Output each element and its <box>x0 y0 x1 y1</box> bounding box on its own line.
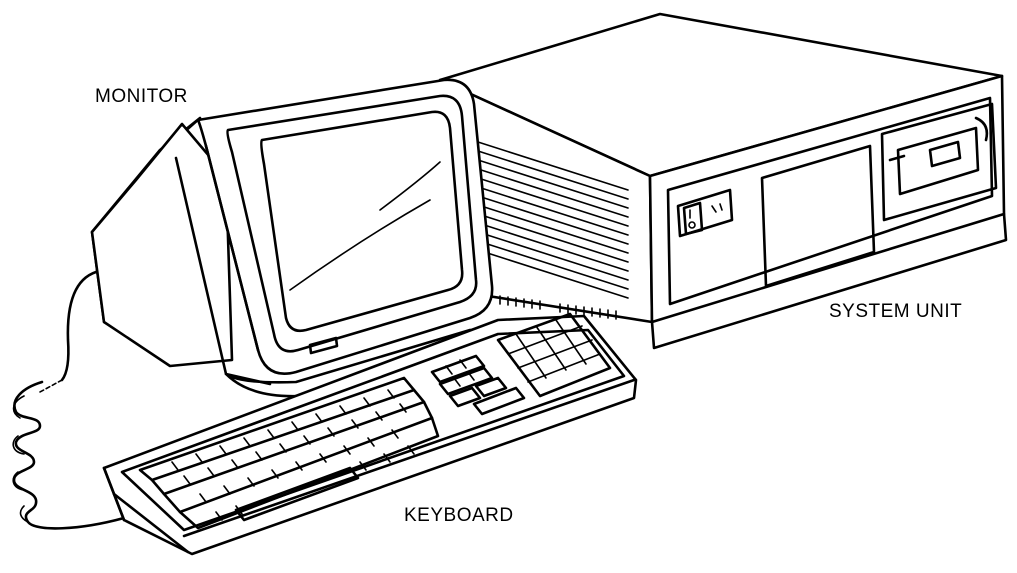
keyboard-label: KEYBOARD <box>404 505 514 527</box>
system-unit <box>440 14 1006 348</box>
monitor-label: MONITOR <box>95 86 188 108</box>
system-unit-label: SYSTEM UNIT <box>829 301 962 323</box>
